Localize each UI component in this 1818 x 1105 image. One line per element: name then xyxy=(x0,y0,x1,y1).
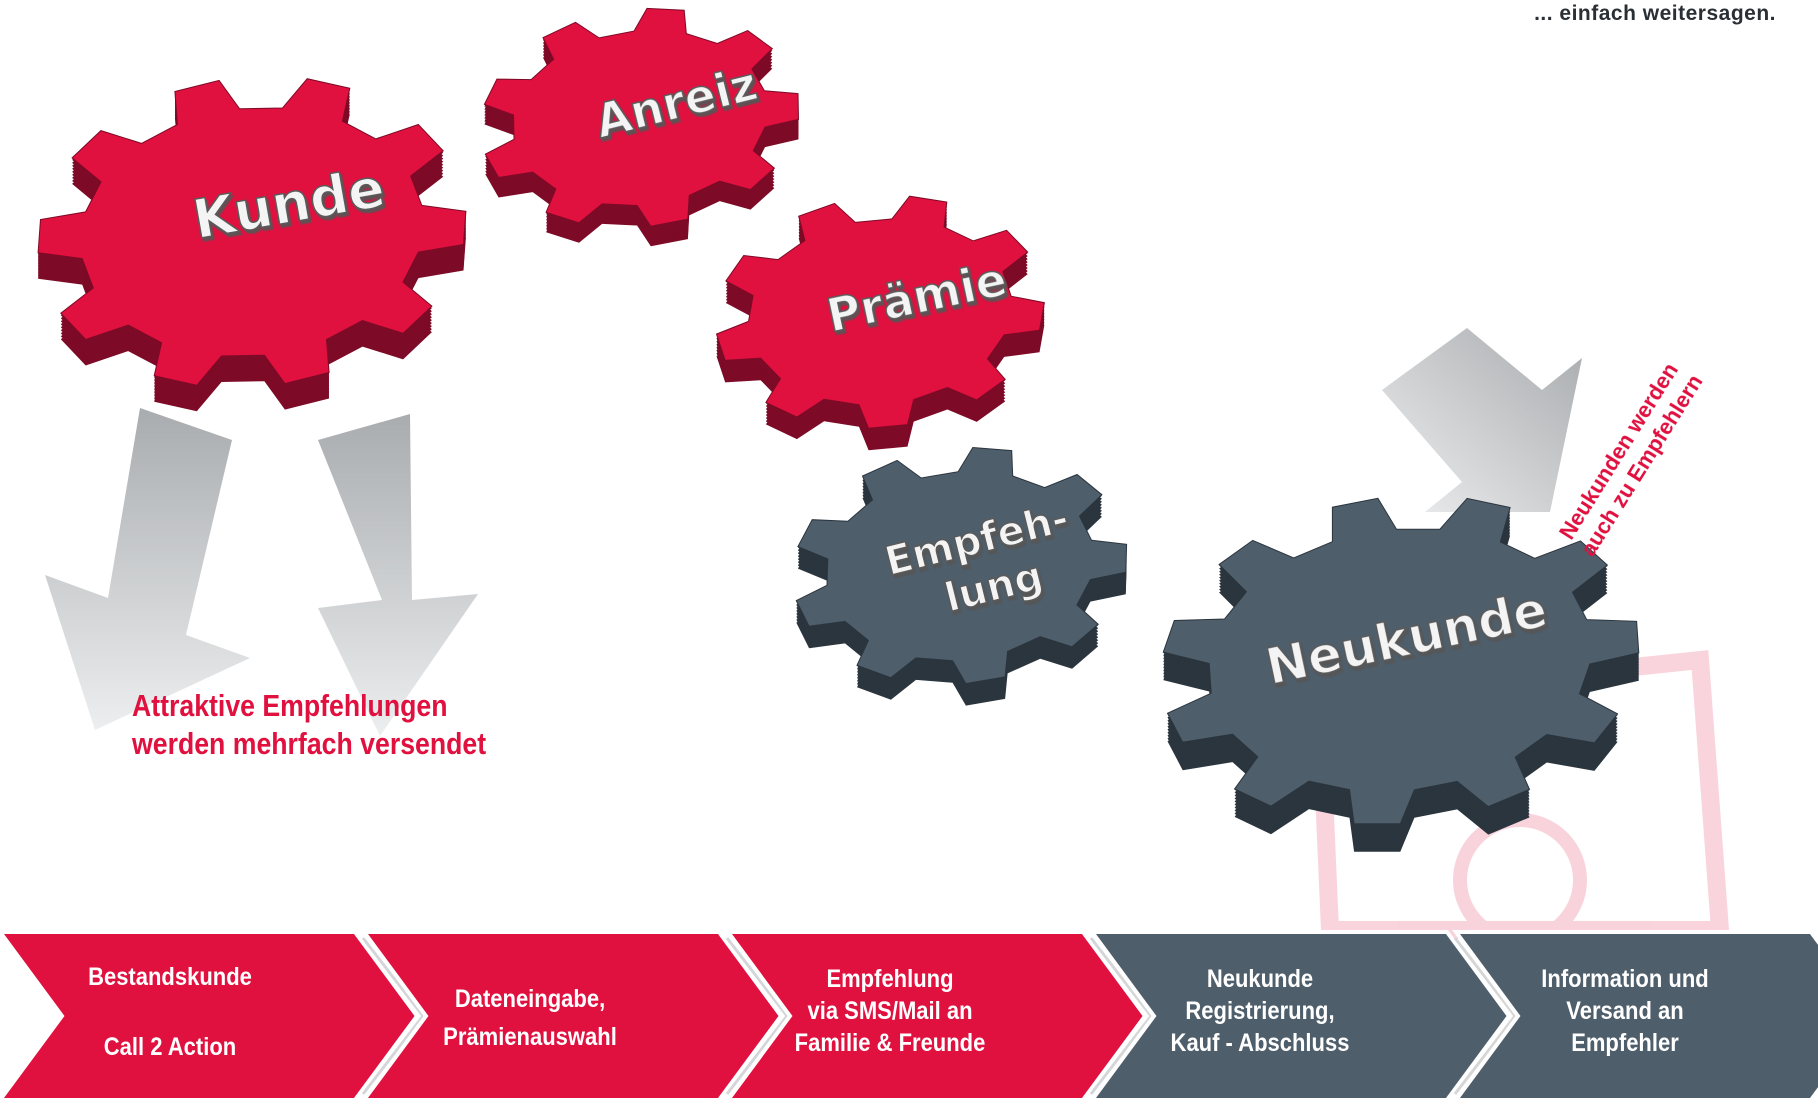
gear-empfehlung-face xyxy=(795,446,1128,685)
multi-send-note-line2: werden mehrfach versendet xyxy=(132,726,487,761)
step-label-4: Neukunde Registrierung, Kauf - Abschluss xyxy=(1110,963,1409,1059)
multi-send-note: Attraktive Empfehlungen werden mehrfach … xyxy=(132,687,486,763)
process-step-3-edge xyxy=(1089,937,1153,1095)
step-2-line2: Prämienauswahl xyxy=(443,1023,617,1051)
gear-anreiz-face xyxy=(483,7,800,227)
arrow-up-right xyxy=(1382,328,1582,512)
step-4-line3: Kauf - Abschluss xyxy=(1170,1029,1350,1057)
process-step-2-edge xyxy=(725,937,789,1095)
step-label-2: Dateneingabe, Prämienauswahl xyxy=(385,980,675,1056)
step-label-3: Empfehlung via SMS/Mail an Familie & Fre… xyxy=(745,963,1035,1059)
arrow-down-right xyxy=(318,414,478,736)
step-4-line2: Registrierung, xyxy=(1185,997,1335,1025)
multi-send-arrows xyxy=(45,408,478,736)
gear-neukunde-face xyxy=(1162,497,1640,825)
step-1-line3: Call 2 Action xyxy=(103,1033,237,1061)
step-4-line1: Neukunde xyxy=(1206,965,1314,993)
step-5-line2: Versand an xyxy=(1566,997,1684,1025)
process-steps xyxy=(0,930,1818,1102)
multi-send-note-line1: Attraktive Empfehlungen xyxy=(132,688,448,723)
gear-neukunde xyxy=(1162,497,1640,852)
gear-kunde-face xyxy=(37,78,467,386)
process-step-1-edge xyxy=(361,937,425,1095)
gear-kunde xyxy=(37,78,467,412)
process-step-4-edge xyxy=(1453,937,1517,1095)
step-2-line1: Dateneingabe, xyxy=(454,985,606,1013)
step-1-line2 xyxy=(29,993,311,1031)
step-5-line3: Empfehler xyxy=(1571,1029,1679,1057)
step-1-line1: Bestandskunde xyxy=(88,963,252,991)
arrow-down-left xyxy=(45,408,250,730)
step-label-5: Information und Versand an Empfehler xyxy=(1475,963,1774,1059)
gear-empfehlung xyxy=(795,446,1128,706)
tagline: ... einfach weitersagen. xyxy=(1534,2,1776,25)
gear-anreiz xyxy=(483,7,800,247)
step-3-line2: via SMS/Mail an xyxy=(807,997,973,1025)
gears-layer xyxy=(37,7,1640,852)
step-3-line1: Empfehlung xyxy=(826,965,954,993)
step-5-line1: Information und xyxy=(1541,965,1709,993)
step-3-line3: Familie & Freunde xyxy=(794,1029,986,1057)
step-label-1: Bestandskunde Call 2 Action xyxy=(29,961,311,1063)
gear-praemie xyxy=(715,195,1045,451)
gear-praemie-face xyxy=(715,195,1045,429)
